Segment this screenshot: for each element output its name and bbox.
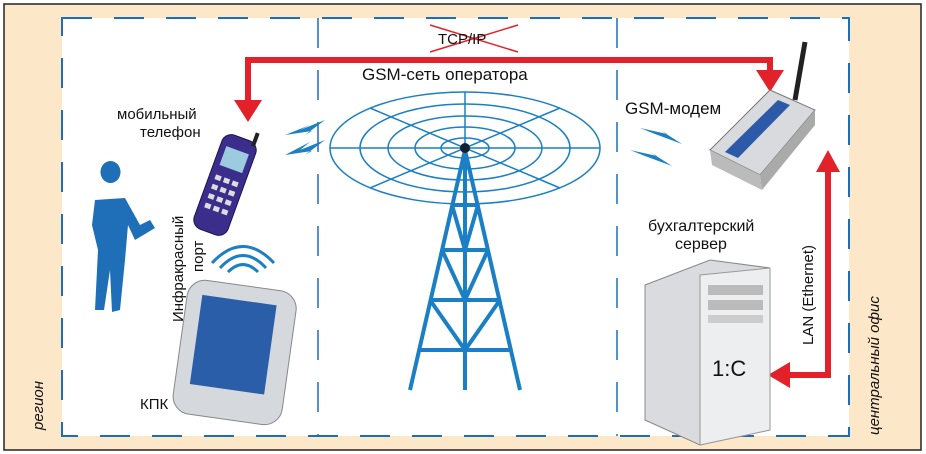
gsm-modem-label: GSM-модем: [625, 99, 722, 118]
arrowhead: [756, 70, 784, 92]
central-office-label: центральный офис: [866, 296, 883, 435]
server-label-line1: бухгалтерский: [648, 218, 755, 235]
tcpip-label: TCP/IP: [438, 31, 487, 48]
mobile-phone-image: [193, 132, 260, 236]
lan-arrow: [785, 160, 831, 378]
lan-label: LAN (Ethernet): [800, 244, 817, 345]
tcpip-cross-line: [429, 24, 519, 53]
gsm-modem-image: [709, 41, 816, 190]
pda-image: [172, 279, 297, 426]
server-image: [644, 259, 771, 446]
person-silhouette: [92, 161, 155, 312]
server-label-line2: сервер: [675, 236, 727, 253]
arrowhead: [768, 362, 790, 388]
infrared-waves: [210, 245, 276, 274]
pda-label: КПК: [140, 396, 169, 413]
server-tag: 1:C: [712, 356, 747, 381]
tcpip-arrow: [245, 57, 773, 110]
gsm-network-label: GSM-сеть оператора: [362, 65, 528, 84]
infrared-port-label-line1: Инфракрасный: [170, 215, 187, 322]
arrowhead: [234, 100, 262, 122]
infrared-port-label-line2: порт: [190, 240, 207, 272]
region-label: регион: [30, 380, 47, 430]
mobile-phone-label-line1: мобильный: [117, 106, 197, 123]
signal-bolts: [285, 120, 682, 166]
dashed-border: [61, 17, 850, 437]
mobile-phone-label-line2: телефон: [140, 124, 201, 141]
gsm-tower: [408, 149, 522, 391]
tower-top: [460, 143, 470, 153]
arrowhead: [816, 150, 840, 172]
